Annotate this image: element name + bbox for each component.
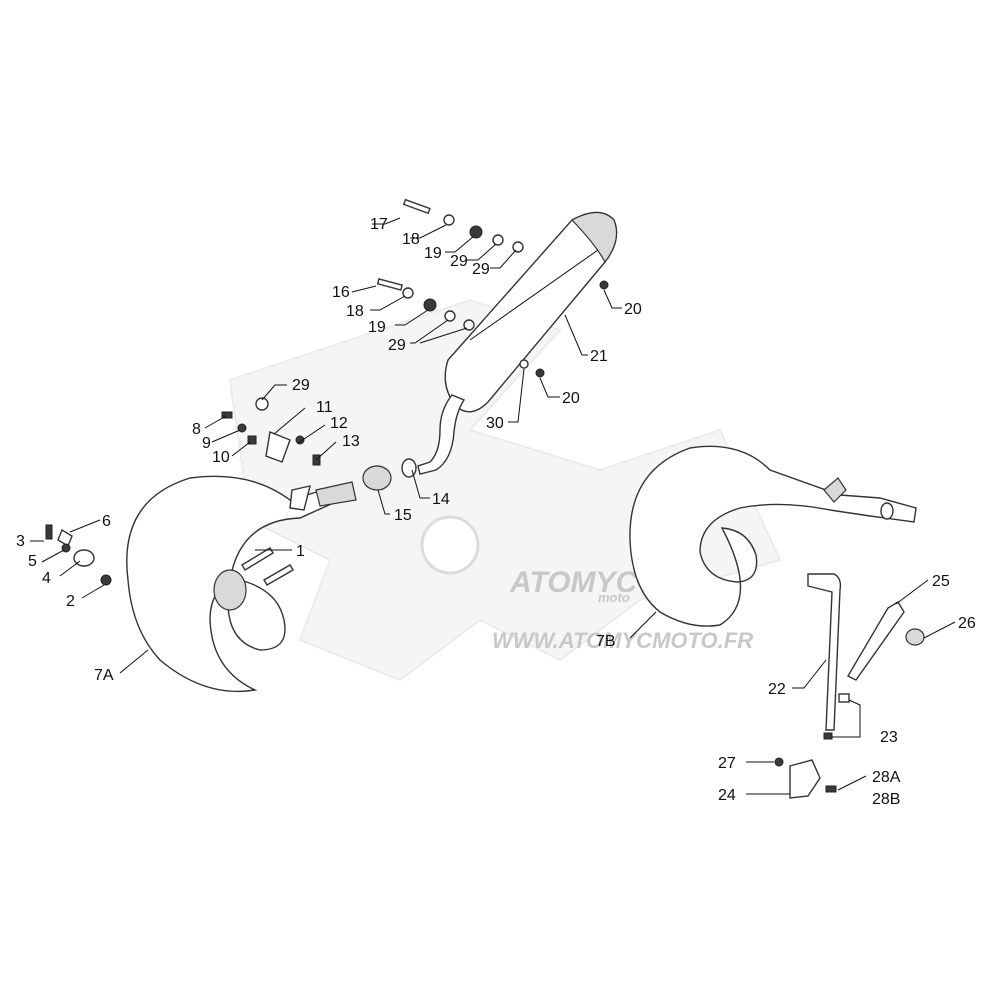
callout-9: 9 <box>202 435 211 452</box>
chamber-7b-tail <box>880 502 894 520</box>
callout-24: 24 <box>718 787 736 804</box>
callout-21: 21 <box>590 348 608 365</box>
callout-8: 8 <box>192 421 201 438</box>
bolt-3 <box>45 524 53 540</box>
bolt-27 <box>774 757 784 767</box>
chamber-7b-bracket <box>823 477 847 503</box>
muffler <box>417 211 618 475</box>
bolt-16 <box>376 278 403 291</box>
left-hardware <box>45 524 112 586</box>
muffler-end-cap <box>571 211 618 264</box>
muffler-seam <box>469 249 599 341</box>
callout-29-upper-a: 29 <box>450 253 468 270</box>
callout-20-upper: 20 <box>624 301 642 318</box>
nut-20-lower <box>535 368 545 378</box>
bracket-24 <box>789 759 821 799</box>
muffler-mount-hardware <box>376 198 609 378</box>
callout-6: 6 <box>102 513 111 530</box>
callout-20-lower: 20 <box>562 390 580 407</box>
cap-26 <box>905 628 925 646</box>
callout-28b: 28B <box>872 791 900 808</box>
watermark-sub: moto <box>598 590 630 605</box>
chamber-hanger <box>289 485 311 511</box>
collar-18-lower <box>402 287 414 299</box>
callout-7a: 7A <box>94 667 114 684</box>
callout-2: 2 <box>66 593 75 610</box>
callout-11: 11 <box>316 399 333 416</box>
watermark-url: WWW.ATOMYCMOTO.FR <box>492 628 753 653</box>
callout-16: 16 <box>332 284 350 301</box>
bolt-17 <box>402 198 431 215</box>
expansion-chamber-7b <box>629 445 917 627</box>
springs <box>241 547 294 586</box>
callout-19-lower: 19 <box>368 319 386 336</box>
washer-29-left <box>255 397 269 411</box>
bracket-6 <box>57 528 73 548</box>
callout-30: 30 <box>486 415 504 432</box>
collar-18-upper <box>443 214 455 226</box>
o-ring-14 <box>401 458 417 478</box>
callout-15: 15 <box>394 507 412 524</box>
chamber-7a-outlet <box>315 481 357 507</box>
spring-lower <box>263 564 294 586</box>
callout-labels: 1 2 3 4 5 6 7A 7B 8 9 10 11 12 13 14 15 … <box>16 216 976 808</box>
callout-22: 22 <box>768 681 786 698</box>
chamber-7a-flange <box>213 569 247 611</box>
nut-10 <box>247 435 257 445</box>
callout-28a: 28A <box>872 769 901 786</box>
coupler-parts <box>362 458 417 491</box>
sleeve-15 <box>362 465 392 491</box>
expansion-chamber-7a <box>126 475 357 693</box>
callout-29-bracket: 29 <box>292 377 310 394</box>
callout-18-upper: 18 <box>402 231 420 248</box>
washer-12 <box>295 435 305 445</box>
callout-14: 14 <box>432 491 450 508</box>
watermark-circle <box>420 515 480 575</box>
callout-7b: 7B <box>596 633 616 650</box>
bolt-8 <box>221 411 233 419</box>
grommet-19-lower <box>423 298 437 312</box>
bracket-11 <box>265 431 291 463</box>
tube-22 <box>807 573 842 731</box>
washer-29-upper-a <box>492 234 504 246</box>
clip-23-lower <box>823 732 833 740</box>
callout-3: 3 <box>16 533 25 550</box>
washer-29-upper-b <box>512 241 524 253</box>
nut-20-upper <box>599 280 609 290</box>
watermark-brand: ATOMYC <box>509 566 639 599</box>
spring-upper <box>241 547 274 571</box>
washer-30 <box>519 359 529 369</box>
callout-10: 10 <box>212 449 230 466</box>
callout-17: 17 <box>370 216 388 233</box>
callout-12: 12 <box>330 415 348 432</box>
callout-29-upper-b: 29 <box>472 261 490 278</box>
washer-29-lower-b <box>463 319 475 331</box>
callout-23: 23 <box>880 729 898 746</box>
callout-26: 26 <box>958 615 976 632</box>
clip-23-upper <box>838 693 850 703</box>
callout-5: 5 <box>28 553 37 570</box>
grommet-19-upper <box>469 225 483 239</box>
bolt-28 <box>825 785 837 793</box>
muffler-inlet-pipe <box>417 394 466 475</box>
callout-29-lower: 29 <box>388 337 406 354</box>
washer-29-lower-a <box>444 310 456 322</box>
chamber-7b-body <box>629 445 917 627</box>
callout-25: 25 <box>932 573 950 590</box>
right-hardware <box>774 573 925 799</box>
callout-1: 1 <box>296 543 305 560</box>
callout-19-upper: 19 <box>424 245 442 262</box>
callout-27: 27 <box>718 755 736 772</box>
leader-lines <box>30 217 956 795</box>
tube-25 <box>847 601 905 681</box>
callout-18-lower: 18 <box>346 303 364 320</box>
callout-4: 4 <box>42 570 51 587</box>
callout-13: 13 <box>342 433 360 450</box>
nut-2 <box>100 574 112 586</box>
